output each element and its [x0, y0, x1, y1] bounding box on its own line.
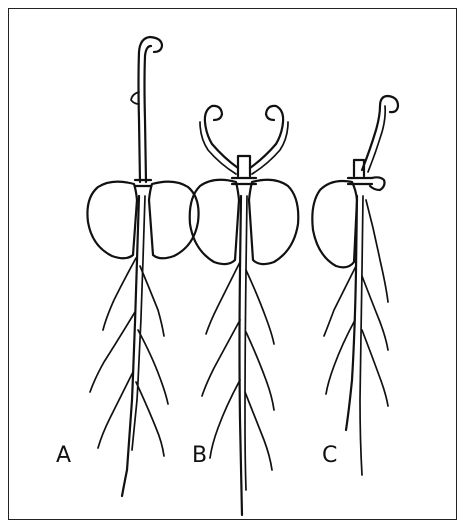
- seedling-b-right-cotyledon: [249, 180, 298, 264]
- seedling-b-lateral-root: [246, 332, 274, 410]
- seedling-b-left-hook: [205, 106, 238, 168]
- seedling-b-lateral-root: [246, 270, 274, 344]
- seedling-b-right-hook: [250, 106, 283, 168]
- panel-label-c: C: [322, 443, 337, 468]
- seedling-a-main-root: [122, 196, 139, 496]
- seedling-a-lateral-root: [136, 382, 164, 456]
- seedling-a-left-cotyledon: [87, 182, 137, 259]
- seedling-a-stem-right-edge: [145, 46, 152, 182]
- seedling-a-lateral-root: [98, 372, 133, 448]
- seedling-c-lateral-root: [362, 330, 388, 406]
- seedling-b-lateral-root: [210, 380, 240, 458]
- seedling-a-right-cotyledon: [149, 182, 199, 259]
- seedling-a-lateral-root: [138, 330, 168, 404]
- seedling-b-lateral-root: [245, 392, 272, 470]
- seedling-b-main-root-edge: [245, 196, 247, 490]
- seedling-c-lateral-root: [366, 200, 388, 302]
- seedling-a: [87, 37, 198, 496]
- seedling-c-hook: [362, 96, 398, 170]
- seedling-a-hook: [139, 37, 163, 182]
- seedling-b-node: [232, 156, 256, 184]
- seedling-c-main-root-edge: [360, 196, 363, 475]
- panel-label-a: A: [56, 443, 71, 468]
- seedling-a-node: [135, 180, 151, 186]
- seedling-c-left-cotyledon: [312, 181, 357, 267]
- seedling-c: [312, 96, 398, 475]
- seedling-b-main-root: [240, 196, 243, 515]
- panel-label-b: B: [192, 443, 207, 468]
- seedling-b-lateral-root: [206, 262, 240, 334]
- seedling-c-hook-edge: [368, 106, 385, 172]
- seedling-a-lateral-root: [140, 266, 164, 336]
